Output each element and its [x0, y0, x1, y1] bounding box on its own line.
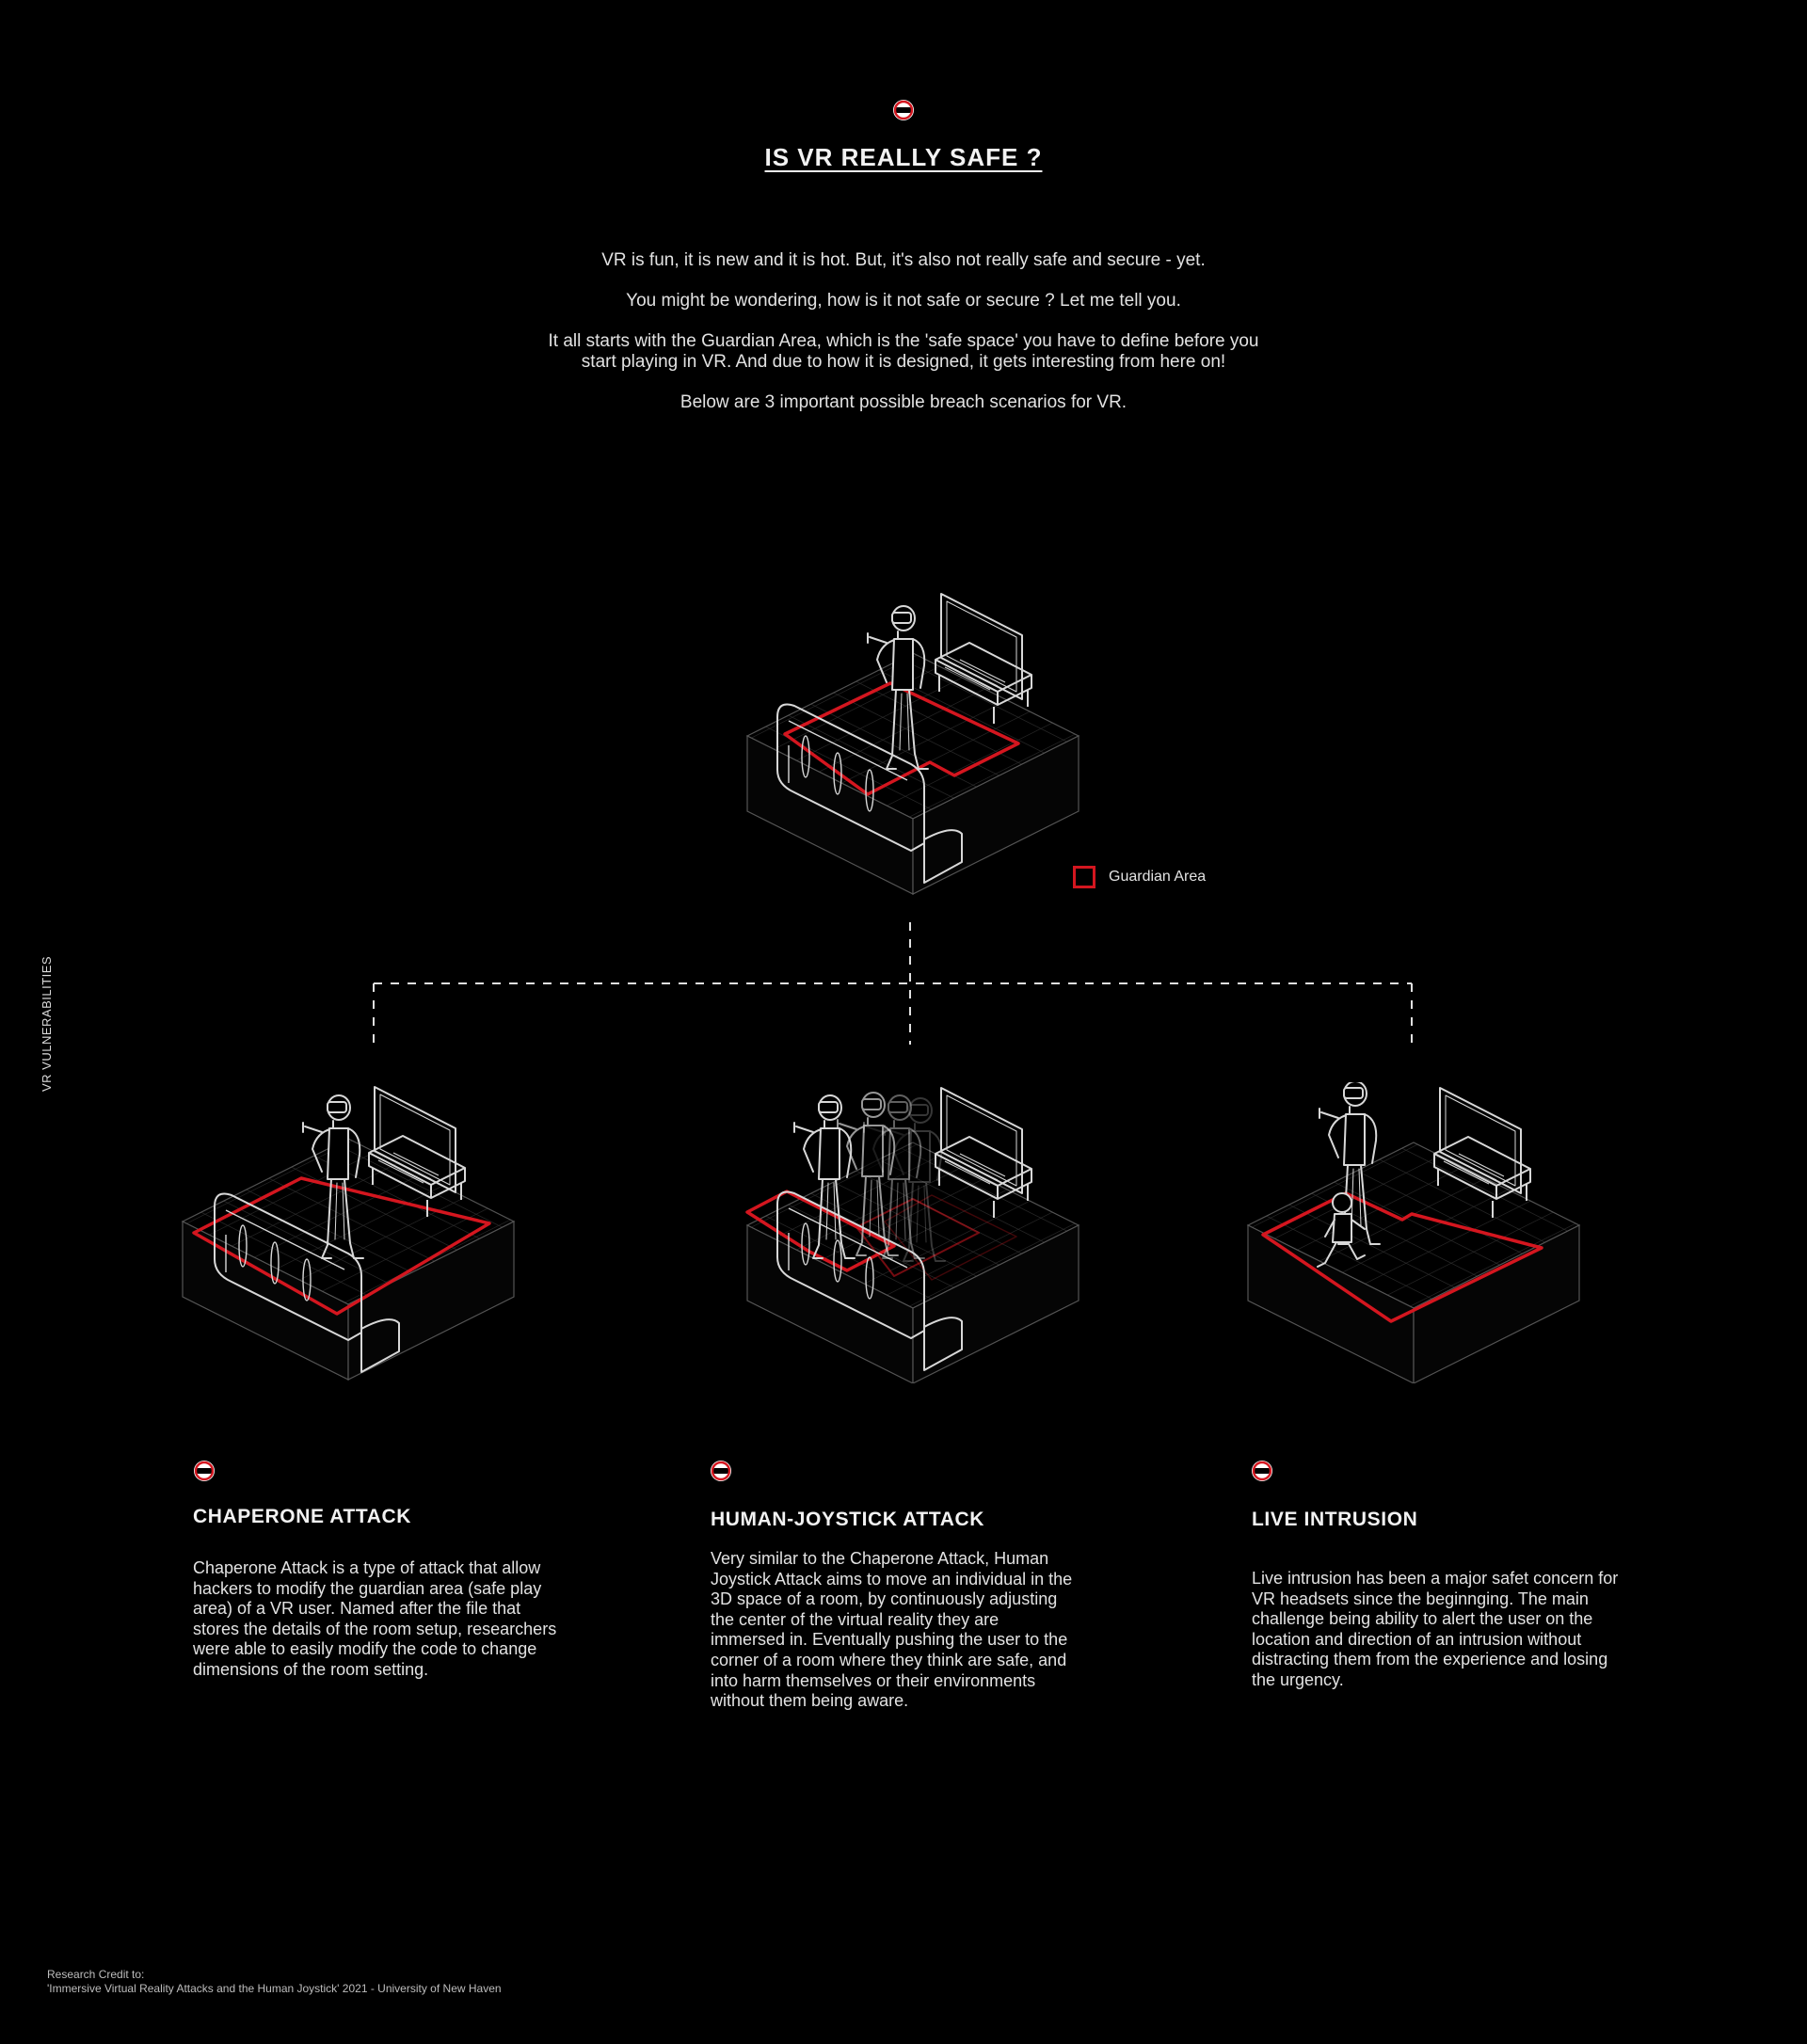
- research-credit: Research Credit to: 'Immersive Virtual R…: [47, 1968, 502, 1996]
- intro-paragraph: It all starts with the Guardian Area, wh…: [548, 331, 1259, 372]
- guardian-area-scene: [746, 593, 1079, 895]
- live-intrusion-scene: [1247, 1082, 1580, 1383]
- human-joystick-attack-title: HUMAN-JOYSTICK ATTACK: [711, 1509, 985, 1530]
- legend-label: Guardian Area: [1109, 869, 1207, 885]
- guardian-area-swatch: [1073, 866, 1095, 888]
- page-title: IS VR REALLY SAFE ?: [764, 143, 1043, 171]
- chaperone-attack-description: Chaperone Attack is a type of attack tha…: [193, 1558, 557, 1679]
- intro-text: VR is fun, it is new and it is hot. But,…: [527, 250, 1280, 433]
- guardian-area-boundary: [192, 1176, 491, 1316]
- credit-line: Research Credit to:: [47, 1968, 145, 1981]
- vr-headset-icon: [1252, 1461, 1272, 1481]
- side-label: VR VULNERABILITIES: [40, 955, 54, 1092]
- guardian-area-boundary: [783, 681, 1020, 796]
- chaperone-attack-scene: [182, 1086, 515, 1381]
- chaperone-attack-title: CHAPERONE ATTACK: [193, 1506, 412, 1527]
- intro-paragraph: VR is fun, it is new and it is hot. But,…: [601, 250, 1206, 270]
- vr-headset-icon: [194, 1461, 215, 1481]
- vr-headset-icon: [711, 1461, 731, 1481]
- connector-lines: [373, 922, 1413, 1045]
- human-joystick-attack-description: Very similar to the Chaperone Attack, Hu…: [711, 1549, 1073, 1711]
- live-intrusion-title: LIVE INTRUSION: [1252, 1509, 1418, 1530]
- intro-paragraph: You might be wondering, how is it not sa…: [626, 291, 1181, 311]
- legend: Guardian Area: [1073, 866, 1206, 888]
- vr-headset-icon: [893, 100, 914, 120]
- intro-paragraph: Below are 3 important possible breach sc…: [680, 392, 1127, 412]
- credit-line: 'Immersive Virtual Reality Attacks and t…: [47, 1982, 502, 1995]
- human-joystick-attack-scene: [745, 1087, 1079, 1383]
- live-intrusion-description: Live intrusion has been a major safet co…: [1252, 1569, 1619, 1689]
